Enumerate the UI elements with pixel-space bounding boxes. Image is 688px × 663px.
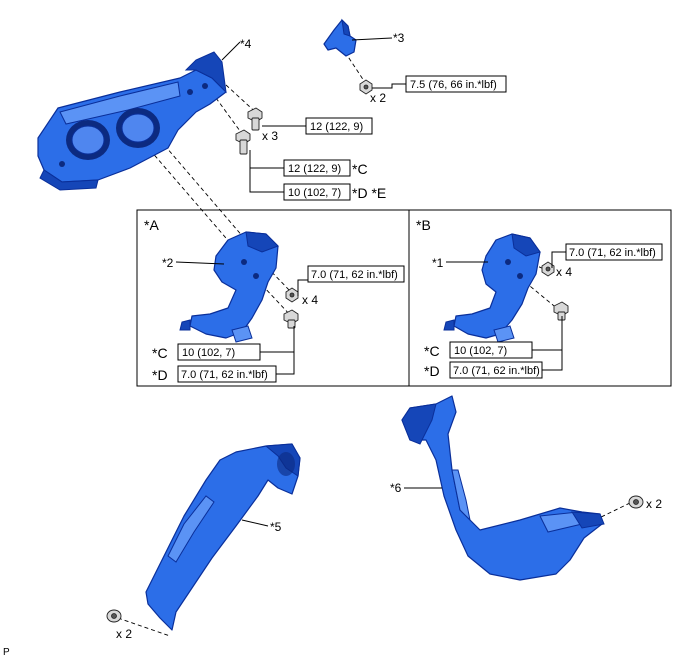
leader-lines — [175, 37, 566, 527]
torque-boxes: 7.5 (76, 66 in.*lbf) 12 (122, 9) 12 (122… — [177, 75, 663, 383]
callout-part-6: *6 — [390, 481, 402, 495]
part-6-rear-duct — [401, 395, 605, 581]
torque-label-7-5: 7.5 (76, 66 in.*lbf) — [410, 79, 497, 91]
panel-a-title: *A — [144, 217, 159, 233]
torque-label-a-10: 10 (102, 7) — [182, 347, 235, 359]
qty-panel-b-nuts: x 4 — [556, 265, 572, 279]
torque-label-12-c: 12 (122, 9) — [288, 163, 341, 175]
torque-label-b-7-0-d: 7.0 (71, 62 in.*lbf) — [453, 365, 540, 377]
torque-label-a-7-0: 7.0 (71, 62 in.*lbf) — [311, 269, 398, 281]
panel-b-title: *B — [416, 217, 431, 233]
torque-label-12-x3: 12 (122, 9) — [310, 121, 363, 133]
part-5-side-duct — [145, 443, 301, 631]
torque-label-10-de: 10 (102, 7) — [288, 187, 341, 199]
note-b-d: *D — [424, 363, 440, 379]
callout-part-5: *5 — [270, 520, 282, 534]
note-a-d: *D — [152, 367, 168, 383]
note-c-top: *C — [352, 161, 368, 177]
footer-code: P — [3, 647, 10, 658]
part-3-bracket — [323, 18, 357, 57]
qty-x3-bolts: x 3 — [262, 129, 278, 143]
qty-part-6-clips: x 2 — [646, 497, 662, 511]
panel-b-frame — [408, 209, 672, 387]
fasteners — [106, 79, 644, 623]
qty-panel-a-nuts: x 4 — [302, 293, 318, 307]
note-de-top: *D *E — [352, 185, 386, 201]
callout-part-2: *2 — [162, 256, 174, 270]
callout-part-3: *3 — [393, 31, 405, 45]
part-1-blower-assembly — [443, 233, 541, 343]
callout-part-1: *1 — [432, 256, 444, 270]
callout-part-4: *4 — [240, 37, 252, 51]
qty-part-3-nuts: x 2 — [370, 91, 386, 105]
part-4-bracket — [37, 51, 227, 191]
torque-label-b-10: 10 (102, 7) — [454, 345, 507, 357]
torque-label-a-7-0-d: 7.0 (71, 62 in.*lbf) — [181, 369, 268, 381]
note-b-c: *C — [424, 343, 440, 359]
part-2-blower-assembly — [179, 231, 279, 343]
qty-part-5-clips: x 2 — [116, 627, 132, 641]
note-a-c: *C — [152, 345, 168, 361]
torque-label-b-7-0: 7.0 (71, 62 in.*lbf) — [569, 247, 656, 259]
